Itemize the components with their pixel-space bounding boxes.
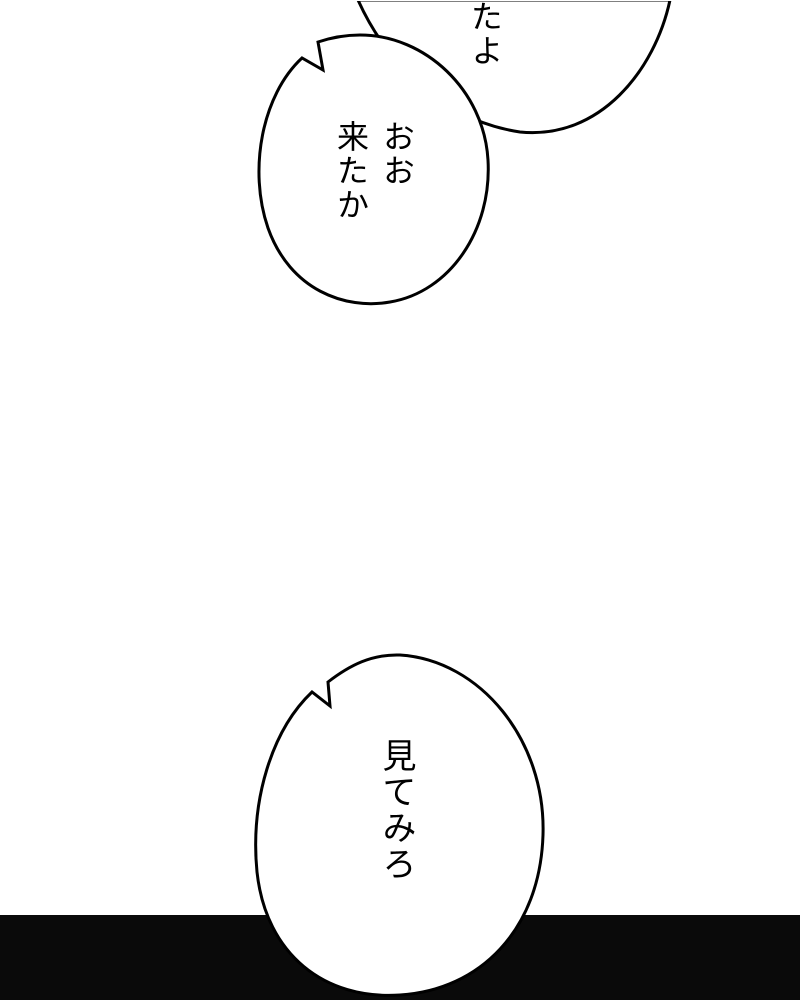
speech-bubble-middle: [257, 33, 490, 306]
bubble-top-mask: [350, 0, 680, 1]
bubble-text-bottom: 見てみろ: [376, 738, 416, 882]
bubble-text-middle: おお 来たか: [332, 120, 416, 222]
speech-bubble-bottom: [254, 653, 545, 997]
bubble-text-top: たよ: [466, 0, 504, 68]
